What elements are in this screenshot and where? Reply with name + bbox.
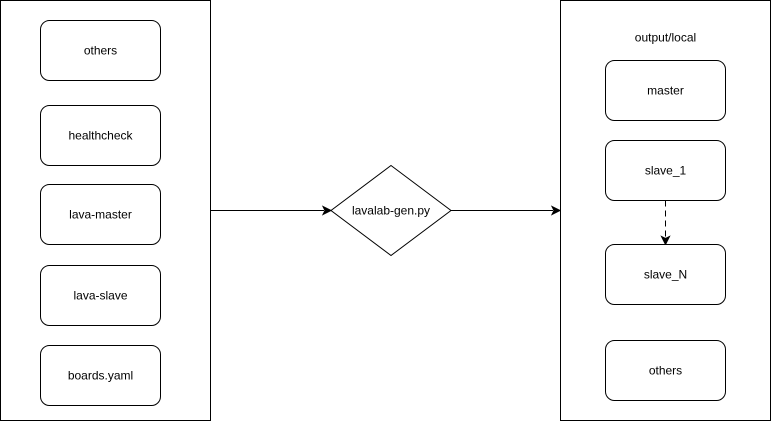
right-item-label: master	[647, 84, 684, 98]
left-item-lava-slave: lava-slave	[40, 265, 161, 326]
left-item-boards-yaml: boards.yaml	[40, 345, 161, 406]
left-item-label: lava-slave	[73, 289, 127, 303]
right-item-label: others	[649, 364, 682, 378]
left-item-lava-master: lava-master	[40, 184, 161, 245]
left-item-healthcheck: healthcheck	[40, 105, 161, 166]
arrowhead-icon	[321, 205, 333, 216]
right-item-label: slave_1	[645, 164, 687, 178]
right-item-others: others	[605, 340, 726, 401]
left-item-label: healthcheck	[68, 129, 133, 143]
generator-script-label: lavalab-gen.py	[352, 204, 430, 218]
left-item-label: boards.yaml	[68, 369, 133, 383]
left-item-label: lava-master	[69, 208, 132, 222]
output-local-title: output/local	[635, 31, 696, 45]
right-item-slave-n: slave_N	[605, 244, 726, 305]
right-item-slave-1: slave_1	[605, 140, 726, 201]
right-item-label: slave_N	[644, 268, 687, 282]
arrowhead-icon	[550, 205, 562, 216]
right-item-master: master	[605, 60, 726, 121]
left-item-label: others	[84, 44, 117, 58]
arrowhead-icon	[660, 235, 671, 246]
generator-script-node: lavalab-gen.py	[330, 164, 452, 257]
left-item-others: others	[40, 20, 161, 81]
